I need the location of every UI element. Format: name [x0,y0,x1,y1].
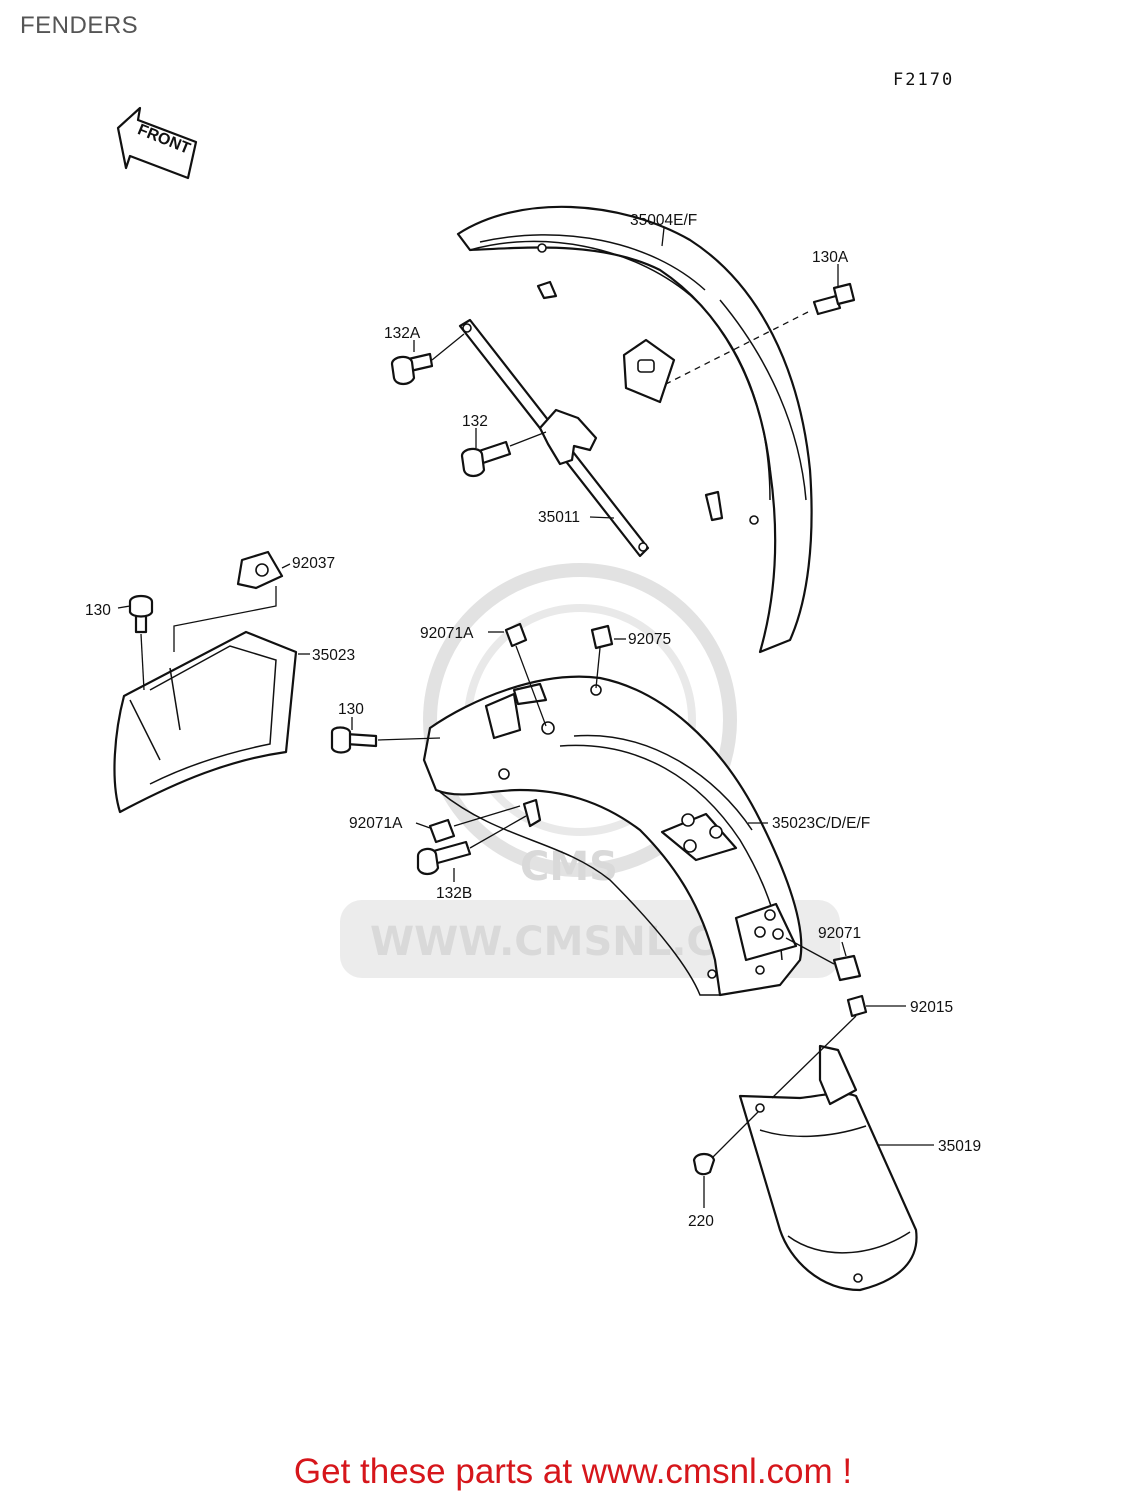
rear-fender [422,675,803,997]
bolt-132 [460,440,512,478]
grommet-92075 [590,624,614,650]
bolt-132a [390,352,434,386]
inner-fender-35023 [113,630,298,814]
grommet-92071a-upper [504,622,528,648]
watermark-logo: CMS [520,844,618,890]
bolt-130-upper [128,594,154,634]
callout-92015: 92015 [910,999,953,1016]
nut-92015 [846,994,868,1018]
bolt-132b [416,840,472,876]
clip-nut-92037 [236,550,284,590]
callout-132b: 132B [436,885,472,902]
callout-92071a-upper: 92071A [420,625,474,642]
bolt-130-lower [330,726,378,754]
front-fender [456,205,813,654]
callout-35011: 35011 [538,509,580,526]
screw-220 [692,1152,716,1176]
page-title: FENDERS [20,12,139,39]
grommet-92071 [832,954,862,982]
fender-brace [458,318,650,558]
callout-220: 220 [688,1213,714,1230]
callout-92071: 92071 [818,925,861,942]
callout-35019: 35019 [938,1138,981,1155]
callout-130-lower: 130 [338,701,364,718]
callout-132: 132 [462,413,488,430]
rear-flap-35019 [738,1044,918,1292]
callout-132a: 132A [384,325,421,342]
callout-leaders [117,227,934,1208]
callout-92037: 92037 [292,555,335,572]
bolt-130a [812,282,856,316]
callout-92075: 92075 [628,631,671,648]
callout-92071a-lower: 92071A [349,815,403,832]
figure-code: F2170 [893,70,955,90]
callout-35004ef: 35004E/F [630,212,697,229]
grommet-92071a-lower [428,818,456,844]
callout-130a: 130A [812,249,849,266]
callout-35023cdef: 35023C/D/E/F [772,815,870,832]
front-arrow: FRONT [116,106,198,180]
callout-35023: 35023 [312,647,355,664]
callout-labels: 35004E/F 130A 132A 132 35011 92037 130 3… [85,212,981,1230]
callout-130-upper: 130 [85,602,111,619]
wire-clip [522,798,542,828]
promo-banner[interactable]: Get these parts at www.cmsnl.com ! [293,1452,853,1491]
